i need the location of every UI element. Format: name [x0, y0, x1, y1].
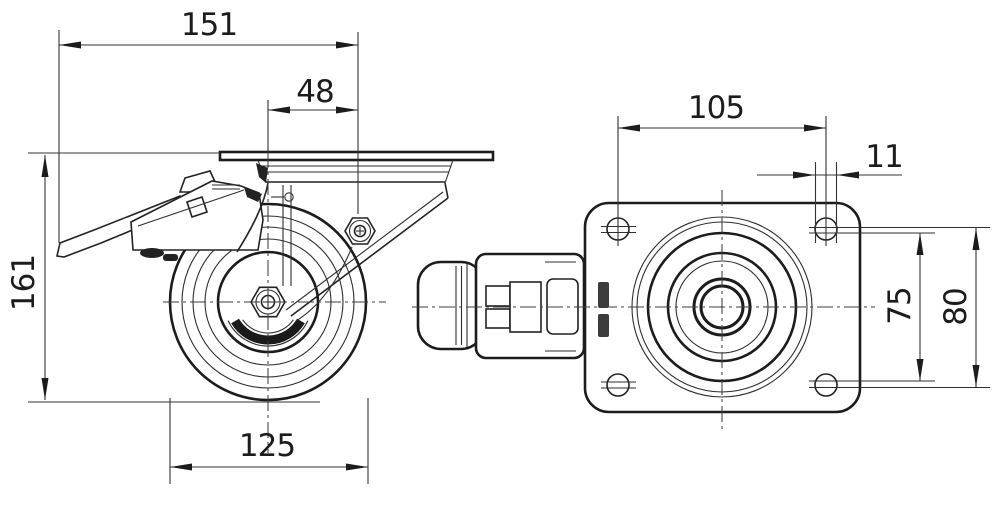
arrowhead-right [346, 463, 368, 471]
arrowhead-left [268, 106, 290, 114]
brand-mark-upper-blob [598, 282, 609, 308]
dimension-75: 75 [882, 233, 924, 381]
mounting-plate-bar [218, 150, 495, 162]
kingpin-bolt [344, 217, 376, 245]
plate-right-slant [444, 159, 454, 184]
side-view [28, 100, 495, 453]
dim-text-hole-spacing-width: 105 [688, 90, 744, 126]
plate-view [412, 190, 990, 432]
dim-text-hole-diameter: 11 [865, 139, 902, 175]
top-plate-side-view [218, 150, 495, 202]
dim-text-wheel-diameter: 125 [239, 428, 295, 464]
arrowhead-left [59, 41, 81, 49]
fork-leg-outer-edge [290, 197, 449, 317]
kingpin-circle-outer [348, 219, 372, 243]
brand-mark-lower-blob [598, 314, 609, 337]
fork-leg-inner-edge [285, 191, 444, 311]
dimension-151: 151 [58, 7, 359, 243]
arrowhead-bottom [916, 359, 924, 381]
dimension-80: 80 [938, 228, 980, 387]
bolt-hole-bottom-right [814, 373, 838, 397]
arrowhead-top [972, 228, 980, 250]
plate-left-shadow-wedge [256, 163, 268, 183]
bolt-hole-bottom-left [606, 373, 630, 397]
dimension-161: 161 [6, 152, 220, 400]
brake-pedal-front-view [416, 252, 586, 360]
brake-pivot-bracket [244, 187, 262, 202]
brake-body-edge-line [137, 189, 245, 227]
arrowhead-top [41, 155, 49, 177]
dimension-105: 105 [617, 90, 827, 246]
dim-text-overall-length: 151 [181, 7, 237, 43]
arrowhead-right [804, 124, 826, 132]
arrowhead-bottom [972, 365, 980, 387]
dim-text-hole-spacing-inner: 75 [882, 287, 918, 324]
position-mark-circle [284, 192, 294, 202]
kingpin-circle-inner [353, 224, 367, 238]
arrowhead-left [170, 463, 192, 471]
arrowhead-top [916, 233, 924, 255]
arrowhead-right [336, 41, 358, 49]
dim-text-overall-height: 161 [6, 255, 42, 311]
arrowhead-right [837, 171, 859, 179]
arrowhead-left [618, 124, 640, 132]
brand-logo-vertical-mark [598, 282, 609, 337]
dimension-11: 11 [757, 139, 904, 243]
brake-assembly [56, 170, 264, 261]
swivel-fork [236, 182, 449, 322]
dimension-48: 48 [268, 74, 358, 114]
hub-inner-arc [242, 319, 294, 334]
fork-leg-curve [295, 246, 353, 322]
brake-mech-block-upper [485, 285, 511, 307]
dimension-125: 125 [169, 398, 369, 484]
brake-pad-left [140, 248, 164, 258]
dim-text-swivel-offset: 48 [296, 74, 333, 110]
fork-right-step [444, 182, 449, 199]
arrowhead-left [793, 171, 815, 179]
hub-shadow-arc [231, 318, 305, 345]
fork-left-edge [236, 182, 269, 253]
dim-text-hole-spacing-outer: 80 [938, 288, 974, 325]
brake-mech-block-lower [485, 308, 511, 329]
pedal-capsule [416, 260, 486, 351]
brake-cam-square [185, 195, 209, 219]
brake-pad-right [163, 254, 178, 261]
arrowhead-right [336, 106, 358, 114]
arrowhead-bottom [41, 378, 49, 400]
